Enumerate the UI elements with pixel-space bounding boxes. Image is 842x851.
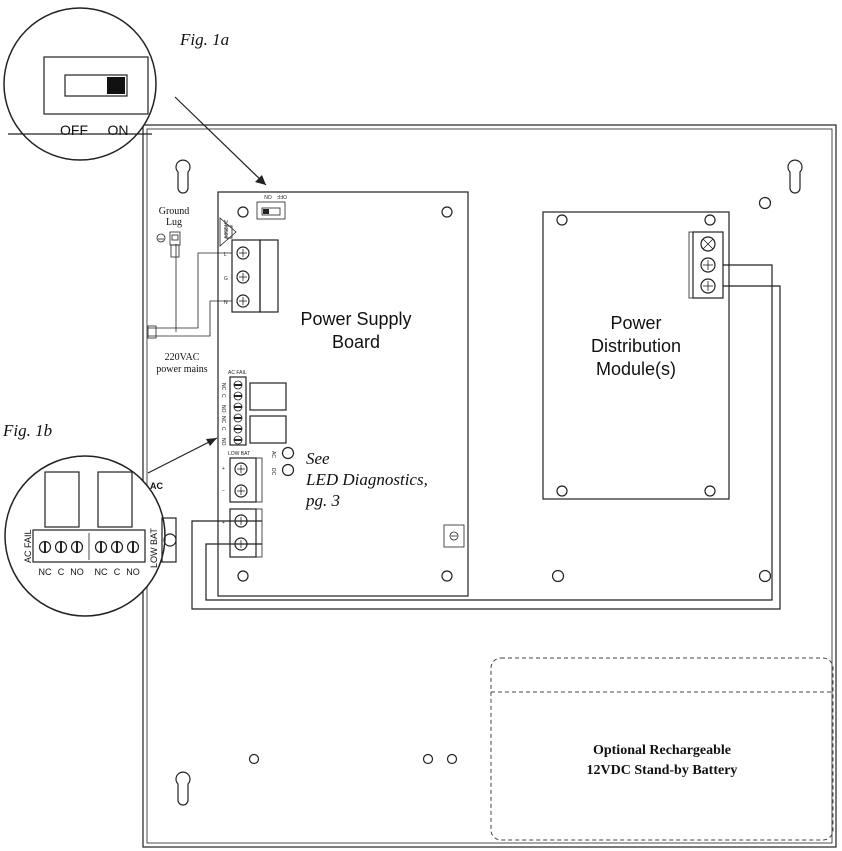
fig1a-on-label: ON [108, 122, 129, 138]
power-supply-board: Power Supply Board ON OFF 2A 250V L [217, 191, 469, 597]
led-note-line1: See [306, 449, 330, 468]
enclosure-holes [248, 196, 772, 765]
mains-label: 220VAC power mains [156, 352, 207, 375]
dc-output-terminals: + − [222, 457, 263, 503]
fuse: 2A 250V [219, 217, 237, 247]
pdm-terminal-block [688, 231, 724, 299]
pdm-title-line2: Distribution [591, 336, 681, 356]
battery-outline: Optional Rechargeable 12VDC Stand-by Bat… [490, 657, 834, 841]
board-pin-4: NC [220, 416, 226, 424]
led-dc-label: DC [270, 468, 276, 476]
fig1b-pin-5: C [114, 567, 121, 577]
terminal-n-label: N [224, 300, 228, 306]
mains-terminal-block: L G N [224, 239, 279, 313]
fig1a-label: Fig. 1a [179, 30, 229, 49]
board-acfail-label: AC FAIL [228, 370, 247, 376]
fig1b-pin-2: C [58, 567, 65, 577]
relay-terminal-strip: AC FAIL NC C NO NC C NO LOW BAT [220, 370, 287, 457]
fuse-label: 2A 250V [222, 220, 228, 240]
board-pin-5: C [220, 427, 226, 431]
board-switch-off-label: OFF [277, 193, 287, 199]
pdm-title-line1: Power [610, 313, 661, 333]
mounting-keyholes [175, 159, 803, 806]
board-pin-3: NO [220, 405, 226, 413]
board-pin-6: NO [220, 438, 226, 446]
fig1a-off-label: OFF [60, 122, 88, 138]
psu-title-line2: Board [332, 332, 380, 352]
battery-terminals: + − [222, 508, 263, 558]
fig1b-pin-3: NO [70, 567, 84, 577]
battery-label-line2: 12VDC Stand-by Battery [587, 763, 738, 778]
bat-plus-label: + [222, 520, 225, 526]
ground-symbol-icon [156, 233, 166, 243]
wiring [147, 244, 781, 610]
fig1b-pin-6: NO [126, 567, 140, 577]
ground-label-line1: Ground [159, 206, 190, 217]
enclosure [142, 124, 837, 848]
status-leds: AC DC [270, 446, 295, 477]
led-note-line3: pg. 3 [305, 491, 340, 510]
dc-plus-label: + [222, 466, 225, 472]
pdm-title-line3: Module(s) [596, 359, 676, 379]
terminal-g-label: G [224, 276, 228, 282]
led-ac-label: AC [270, 451, 276, 458]
led-diagnostics-note: See LED Diagnostics, pg. 3 [305, 449, 428, 510]
ground-lug: Ground Lug [156, 206, 190, 258]
ground-label-line2: Lug [166, 217, 182, 228]
board-component [443, 524, 465, 548]
fig1b-acfail-label: AC FAIL [23, 529, 33, 563]
fig-1b-zoom: AC FAIL LOW BAT NC C NO NC C NO AC Fig. … [2, 421, 218, 617]
power-distribution-module: Power Distribution Module(s) [542, 211, 730, 500]
fig1b-lowbat-label: LOW BAT [149, 528, 159, 568]
board-lowbat-label: LOW BAT [228, 451, 250, 457]
mains-label-line1: 220VAC [165, 352, 200, 363]
fig1b-pin-1: NC [39, 567, 52, 577]
led-note-line2: LED Diagnostics, [305, 470, 428, 489]
board-pin-1: NC [220, 383, 226, 391]
terminal-l-label: L [224, 252, 227, 258]
fig1b-pin-4: NC [95, 567, 108, 577]
bat-minus-label: − [222, 542, 225, 548]
dc-minus-label: − [222, 488, 225, 494]
board-switch-on-label: ON [264, 193, 272, 199]
battery-label-line1: Optional Rechargeable [593, 743, 731, 758]
board-pin-2: C [220, 394, 226, 398]
fig1b-label: Fig. 1b [2, 421, 52, 440]
psu-title-line1: Power Supply [300, 309, 411, 329]
board-power-switch[interactable]: ON OFF [256, 193, 287, 220]
fig1b-edge-label: AC [150, 481, 163, 491]
fig-1a-zoom: OFF ON Fig. 1a [3, 7, 267, 186]
mains-label-line2: power mains [156, 364, 207, 375]
